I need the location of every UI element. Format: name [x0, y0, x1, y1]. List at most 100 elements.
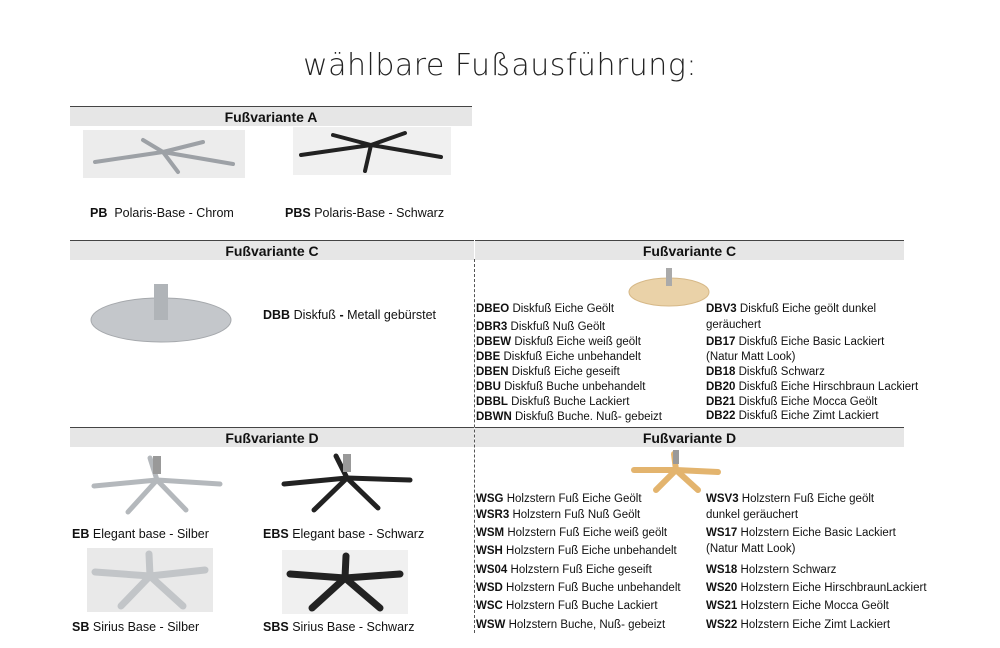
- spec-row: geräuchert: [706, 319, 761, 331]
- spec-row: WSC Holzstern Fuß Buche Lackiert: [476, 600, 658, 612]
- disk-oak-photo: [627, 266, 711, 308]
- spec-label: Diskfuß Eiche Geölt: [512, 303, 615, 315]
- spec-code: DB22: [706, 410, 736, 422]
- spec-label: Holzstern Eiche HirschbraunLackiert: [740, 582, 927, 594]
- spec-code: WSH: [476, 545, 503, 557]
- spec-row: DBE Diskfuß Eiche unbehandelt: [476, 351, 641, 363]
- spec-code: WSC: [476, 600, 503, 612]
- caption-sbs: SBS Sirius Base - Schwarz: [263, 620, 415, 634]
- spec-row: WS20 Holzstern Eiche HirschbraunLackiert: [706, 582, 927, 594]
- caption-sb: SB Sirius Base - Silber: [72, 620, 200, 634]
- column-divider: [474, 259, 475, 633]
- disk-base-metal-icon: [90, 284, 232, 343]
- spec-label: geräuchert: [706, 319, 761, 331]
- spec-label: Holzstern Fuß Buche unbehandelt: [506, 582, 681, 594]
- caption-dbb: DBB Diskfuß - Metall gebürstet: [263, 308, 437, 322]
- spec-label: Holzstern Fuß Nuß Geölt: [512, 509, 641, 521]
- spec-row: DBV3 Diskfuß Eiche geölt dunkel: [706, 303, 876, 315]
- spec-code: DBEO: [476, 303, 510, 315]
- spec-row: DBEN Diskfuß Eiche geseift: [476, 366, 620, 378]
- spec-row: WSW Holzstern Buche, Nuß- gebeizt: [476, 619, 665, 631]
- sirius-black-photo: [282, 550, 408, 614]
- spec-label: Diskfuß Eiche Mocca Geölt: [738, 396, 878, 408]
- spec-code: DBWN: [476, 411, 512, 423]
- spec-label: Diskfuß Buche unbehandelt: [504, 381, 646, 393]
- spec-code: WSW: [476, 619, 506, 631]
- spec-code: DBEN: [476, 366, 509, 378]
- spec-label: Holzstern Fuß Eiche weiß geölt: [507, 527, 668, 539]
- spec-row: WSH Holzstern Fuß Eiche unbehandelt: [476, 545, 677, 557]
- spec-label: Diskfuß Buche. Nuß- gebeizt: [514, 411, 662, 423]
- spec-label: (Natur Matt Look): [706, 351, 796, 363]
- star-base-black-icon: [286, 552, 404, 612]
- spec-label: Holzstern Fuß Eiche unbehandelt: [506, 545, 677, 557]
- spec-code: WS18: [706, 564, 738, 576]
- spec-code: DB21: [706, 396, 736, 408]
- star-base-oak-icon: [631, 450, 721, 493]
- spec-row: DBR3 Diskfuß Nuß Geölt: [476, 321, 605, 333]
- spec-code: WSM: [476, 527, 505, 539]
- spec-code: DB18: [706, 366, 736, 378]
- spec-row: DBU Diskfuß Buche unbehandelt: [476, 381, 645, 393]
- spec-code: WS21: [706, 600, 738, 612]
- wood-star-photo: [628, 448, 724, 494]
- spec-row: WS17 Holzstern Eiche Basic Lackiert: [706, 527, 896, 539]
- section-header-c-right: Fußvariante C: [475, 240, 904, 260]
- polaris-black-photo: [293, 127, 451, 175]
- spec-label: (Natur Matt Look): [706, 543, 796, 555]
- spec-row: (Natur Matt Look): [706, 351, 795, 363]
- spec-label: Holzstern Eiche Zimt Lackiert: [740, 619, 891, 631]
- spec-code: DBR3: [476, 321, 508, 333]
- elegant-black-photo: [278, 450, 416, 514]
- spec-row: DBBL Diskfuß Buche Lackiert: [476, 396, 629, 408]
- spec-row: DB18 Diskfuß Schwarz: [706, 366, 825, 378]
- spec-row: DBWN Diskfuß Buche. Nuß- gebeizt: [476, 411, 662, 423]
- spec-code: WS22: [706, 619, 738, 631]
- disk-metal-photo: [88, 280, 234, 344]
- caption-ebs: EBS Elegant base - Schwarz: [263, 527, 425, 541]
- spec-row: DBEO Diskfuß Eiche Geölt: [476, 303, 614, 315]
- spec-label: Diskfuß Eiche Zimt Lackiert: [738, 410, 879, 422]
- spec-row: WSV3 Holzstern Fuß Eiche geölt: [706, 493, 874, 505]
- spec-code: DBV3: [706, 303, 737, 315]
- spec-code: DBEW: [476, 336, 512, 348]
- spec-code: DBE: [476, 351, 501, 363]
- spec-row: DB22 Diskfuß Eiche Zimt Lackiert: [706, 410, 879, 422]
- spec-code: WSV3: [706, 493, 739, 505]
- spec-label: Diskfuß Schwarz: [738, 366, 825, 378]
- spec-code: DBU: [476, 381, 501, 393]
- spec-code: WS17: [706, 527, 738, 539]
- spec-label: Holzstern Fuß Eiche geölt: [741, 493, 875, 505]
- spec-row: WSD Holzstern Fuß Buche unbehandelt: [476, 582, 681, 594]
- page-title: wählbare Fußausführung:: [303, 48, 697, 83]
- spec-row: WS21 Holzstern Eiche Mocca Geölt: [706, 600, 889, 612]
- spec-label: Diskfuß Eiche geölt dunkel: [739, 303, 877, 315]
- star-base-black-icon: [281, 453, 413, 513]
- spec-label: Diskfuß Nuß Geölt: [510, 321, 606, 333]
- disk-base-oak-icon: [628, 268, 710, 307]
- spec-code: WSD: [476, 582, 503, 594]
- spec-row: DB17 Diskfuß Eiche Basic Lackiert: [706, 336, 884, 348]
- caption-eb: EB Elegant base - Silber: [72, 527, 209, 541]
- caption-pbs: PBS Polaris-Base - Schwarz: [285, 206, 445, 220]
- spec-label: Holzstern Buche, Nuß- gebeizt: [508, 619, 666, 631]
- spec-label: Diskfuß Eiche Basic Lackiert: [738, 336, 885, 348]
- spec-code: WS20: [706, 582, 738, 594]
- spec-label: dunkel geräuchert: [706, 509, 799, 521]
- spec-label: Diskfuß Eiche geseift: [511, 366, 620, 378]
- star-base-silver-icon: [91, 455, 223, 515]
- spec-row: WS18 Holzstern Schwarz: [706, 564, 836, 576]
- spec-label: Holzstern Eiche Mocca Geölt: [740, 600, 889, 612]
- spec-code: WSR3: [476, 509, 510, 521]
- polaris-chrome-photo: [83, 130, 245, 178]
- elegant-silver-photo: [88, 452, 226, 516]
- spec-row: DBEW Diskfuß Eiche weiß geölt: [476, 336, 641, 348]
- spec-label: Holzstern Schwarz: [740, 564, 837, 576]
- spec-label: Holzstern Fuß Eiche geseift: [510, 564, 652, 576]
- spec-label: Diskfuß Buche Lackiert: [511, 396, 630, 408]
- star-base-black-icon: [299, 131, 443, 173]
- spec-row: WS22 Holzstern Eiche Zimt Lackiert: [706, 619, 890, 631]
- spec-row: DB21 Diskfuß Eiche Mocca Geölt: [706, 396, 877, 408]
- section-header-d-left: Fußvariante D: [70, 427, 474, 447]
- spec-code: WSG: [476, 493, 504, 505]
